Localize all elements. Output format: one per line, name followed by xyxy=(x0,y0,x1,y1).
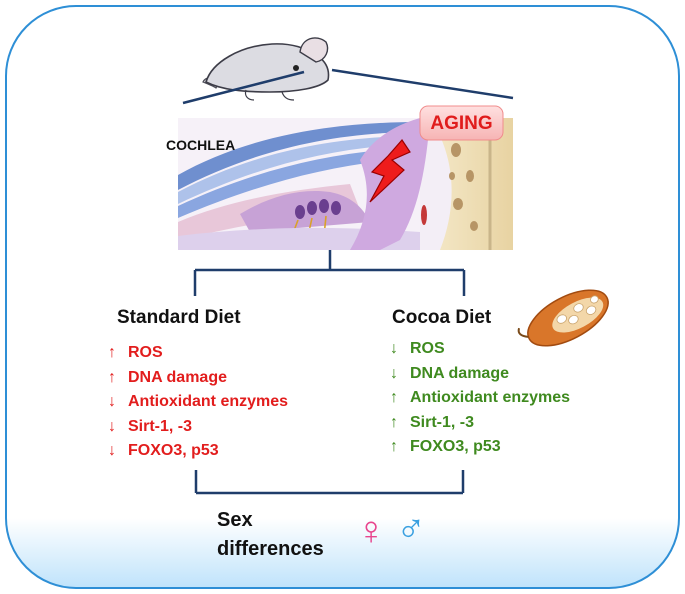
mouse-icon xyxy=(202,37,330,101)
zoom-line-right xyxy=(331,68,514,100)
standard-item-dna-damage: ↑DNA damage xyxy=(108,368,227,386)
cocoa-diet-list: ↓ROS ↓DNA damage ↑Antioxidant enzymes ↑S… xyxy=(390,337,570,460)
zoom-line-left xyxy=(182,70,305,105)
cocoa-item-antioxidant-enzymes: ↑Antioxidant enzymes xyxy=(390,389,571,406)
aging-badge xyxy=(419,105,504,141)
cocoa-item-ros: ↓ROS xyxy=(390,340,445,357)
sex-label-line2: differences xyxy=(217,538,324,560)
cocoa-item-foxo3-p53: ↑FOXO3, p53 xyxy=(390,438,501,455)
standard-item-antioxidant-enzymes: ↓Antioxidant enzymes xyxy=(108,393,289,410)
male-symbol-icon: ♂ xyxy=(396,507,426,551)
cochlea-illustration xyxy=(178,118,513,250)
standard-diet-title: Standard Diet xyxy=(117,307,241,328)
female-symbol-icon: ♀ xyxy=(356,509,386,553)
cochlea-label: COCHLEA xyxy=(166,137,236,153)
standard-item-sirt: ↓Sirt-1, -3 xyxy=(108,417,193,435)
standard-item-foxo3-p53: ↓FOXO3, p53 xyxy=(108,442,219,459)
standard-diet-list: ↑ROS ↑DNA damage ↓Antioxidant enzymes ↓S… xyxy=(108,341,288,464)
cocoa-pod-icon xyxy=(517,289,609,347)
connector-lines xyxy=(193,250,466,495)
cocoa-item-sirt: ↑Sirt-1, -3 xyxy=(390,413,475,431)
cocoa-diet-title: Cocoa Diet xyxy=(392,307,492,328)
lightning-icon xyxy=(369,139,411,203)
aging-label: AGING xyxy=(430,113,493,134)
standard-item-ros: ↑ROS xyxy=(108,344,163,361)
sex-label-line1: Sex xyxy=(217,509,253,531)
sex-differences-label: Sex differences xyxy=(217,506,324,564)
cocoa-item-dna-damage: ↓DNA damage xyxy=(390,364,509,382)
